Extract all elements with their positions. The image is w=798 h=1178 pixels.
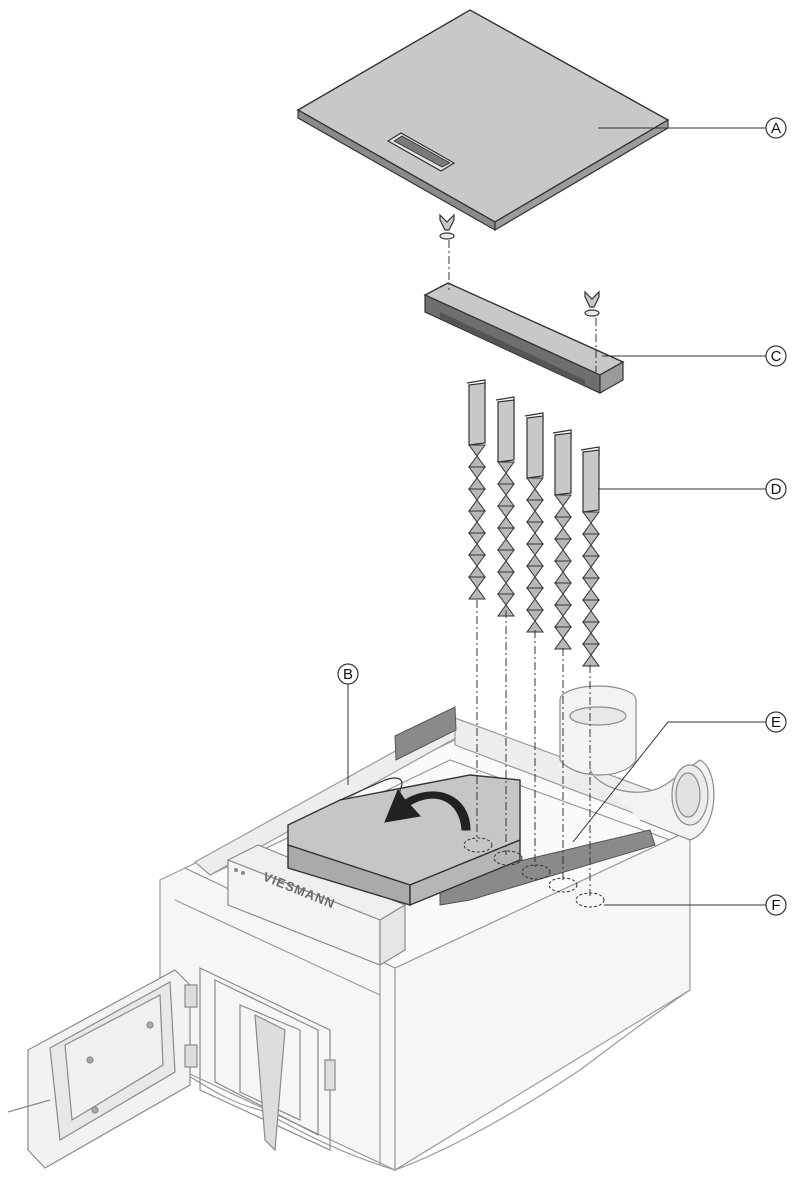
turbulator: [495, 396, 515, 617]
callout-label-f: F: [771, 897, 780, 914]
turbulator: [552, 429, 572, 650]
torn-edge: [159, 989, 691, 1171]
turbulator: [580, 446, 600, 667]
top-cover-a: [296, 9, 670, 232]
turbulator: [466, 379, 486, 600]
flue-outlet: [559, 685, 715, 841]
cover-plate-c: [423, 282, 625, 395]
wing-nut-left: [439, 213, 455, 240]
callout-f: F: [604, 894, 787, 916]
combustion-door: [7, 969, 198, 1169]
turbulator: [524, 412, 544, 633]
callout-d: D: [598, 478, 787, 500]
callout-label-a: A: [771, 120, 781, 137]
callout-b: B: [337, 663, 359, 785]
turbulators-d: [466, 379, 600, 667]
callout-a: A: [598, 117, 787, 139]
wing-nut-right: [584, 290, 600, 317]
control-unit: VIESMANN: [226, 844, 407, 967]
callout-e: E: [572, 711, 787, 843]
rotate-arrow-icon: [384, 788, 471, 831]
callout-label-e: E: [771, 714, 781, 731]
callout-label-d: D: [771, 481, 782, 498]
insulation-block-b: [287, 774, 521, 907]
callout-c: C: [602, 345, 787, 367]
callout-label-c: C: [771, 348, 782, 365]
door-opening: [199, 967, 336, 1152]
callout-label-b: B: [343, 666, 353, 683]
alignment-lines: [448, 240, 597, 896]
